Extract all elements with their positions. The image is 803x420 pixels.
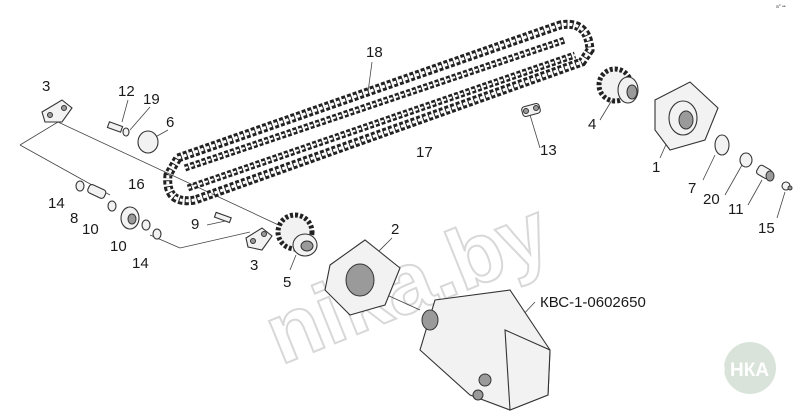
assembly-code: КВС-1-0602650 — [540, 294, 646, 311]
callout-10: 10 — [82, 221, 99, 238]
bushing-part — [755, 164, 775, 182]
callout-3: 3 — [250, 257, 258, 274]
callout-11: 11 — [728, 201, 744, 218]
left-shaft-group — [75, 180, 162, 240]
grease-nipple-part — [781, 181, 793, 191]
callout-14: 14 — [132, 255, 149, 272]
callout-4: 4 — [588, 116, 596, 133]
leader-lines — [19, 61, 786, 319]
roller-chain — [163, 19, 595, 206]
plate-part-upper — [41, 99, 73, 123]
logo-text-left: АГРО — [674, 360, 726, 381]
callout-12: 12 — [118, 83, 135, 100]
callout-20: 20 — [703, 191, 720, 208]
callout-8: 8 — [70, 210, 78, 227]
bearing-housing — [654, 81, 719, 151]
gearbox-part — [419, 289, 551, 411]
bolt-part — [106, 121, 130, 137]
callout-17: 17 — [416, 144, 433, 161]
washer-part — [714, 134, 730, 156]
corner-mark: a° •• — [776, 4, 786, 10]
agronika-logo: АГРО НКА — [674, 342, 776, 394]
lower-sprocket — [275, 212, 318, 257]
callouts: 1 2 3 3 4 5 6 7 8 9 10 10 11 12 13 14 14… — [42, 44, 775, 291]
callout-14: 14 — [48, 195, 65, 212]
plate-part-lower — [245, 227, 273, 251]
disc-part — [137, 130, 159, 154]
callout-10: 10 — [110, 238, 127, 255]
callout-19: 19 — [143, 91, 160, 108]
callout-9: 9 — [191, 216, 199, 233]
callout-1: 1 — [652, 159, 660, 176]
callout-16: 16 — [128, 176, 145, 193]
callout-5: 5 — [283, 274, 291, 291]
ring-part — [739, 152, 753, 168]
chain-link-part — [521, 102, 541, 118]
callout-18: 18 — [366, 44, 383, 61]
callout-7: 7 — [688, 180, 696, 197]
callout-13: 13 — [540, 142, 557, 159]
callout-15: 15 — [758, 220, 775, 237]
pin-part — [213, 211, 232, 224]
callout-2: 2 — [391, 221, 399, 238]
callout-3: 3 — [42, 78, 50, 95]
logo-text-right: НКА — [730, 360, 769, 381]
callout-6: 6 — [166, 114, 174, 131]
upper-sprocket — [596, 66, 639, 104]
flange-part — [324, 239, 401, 316]
